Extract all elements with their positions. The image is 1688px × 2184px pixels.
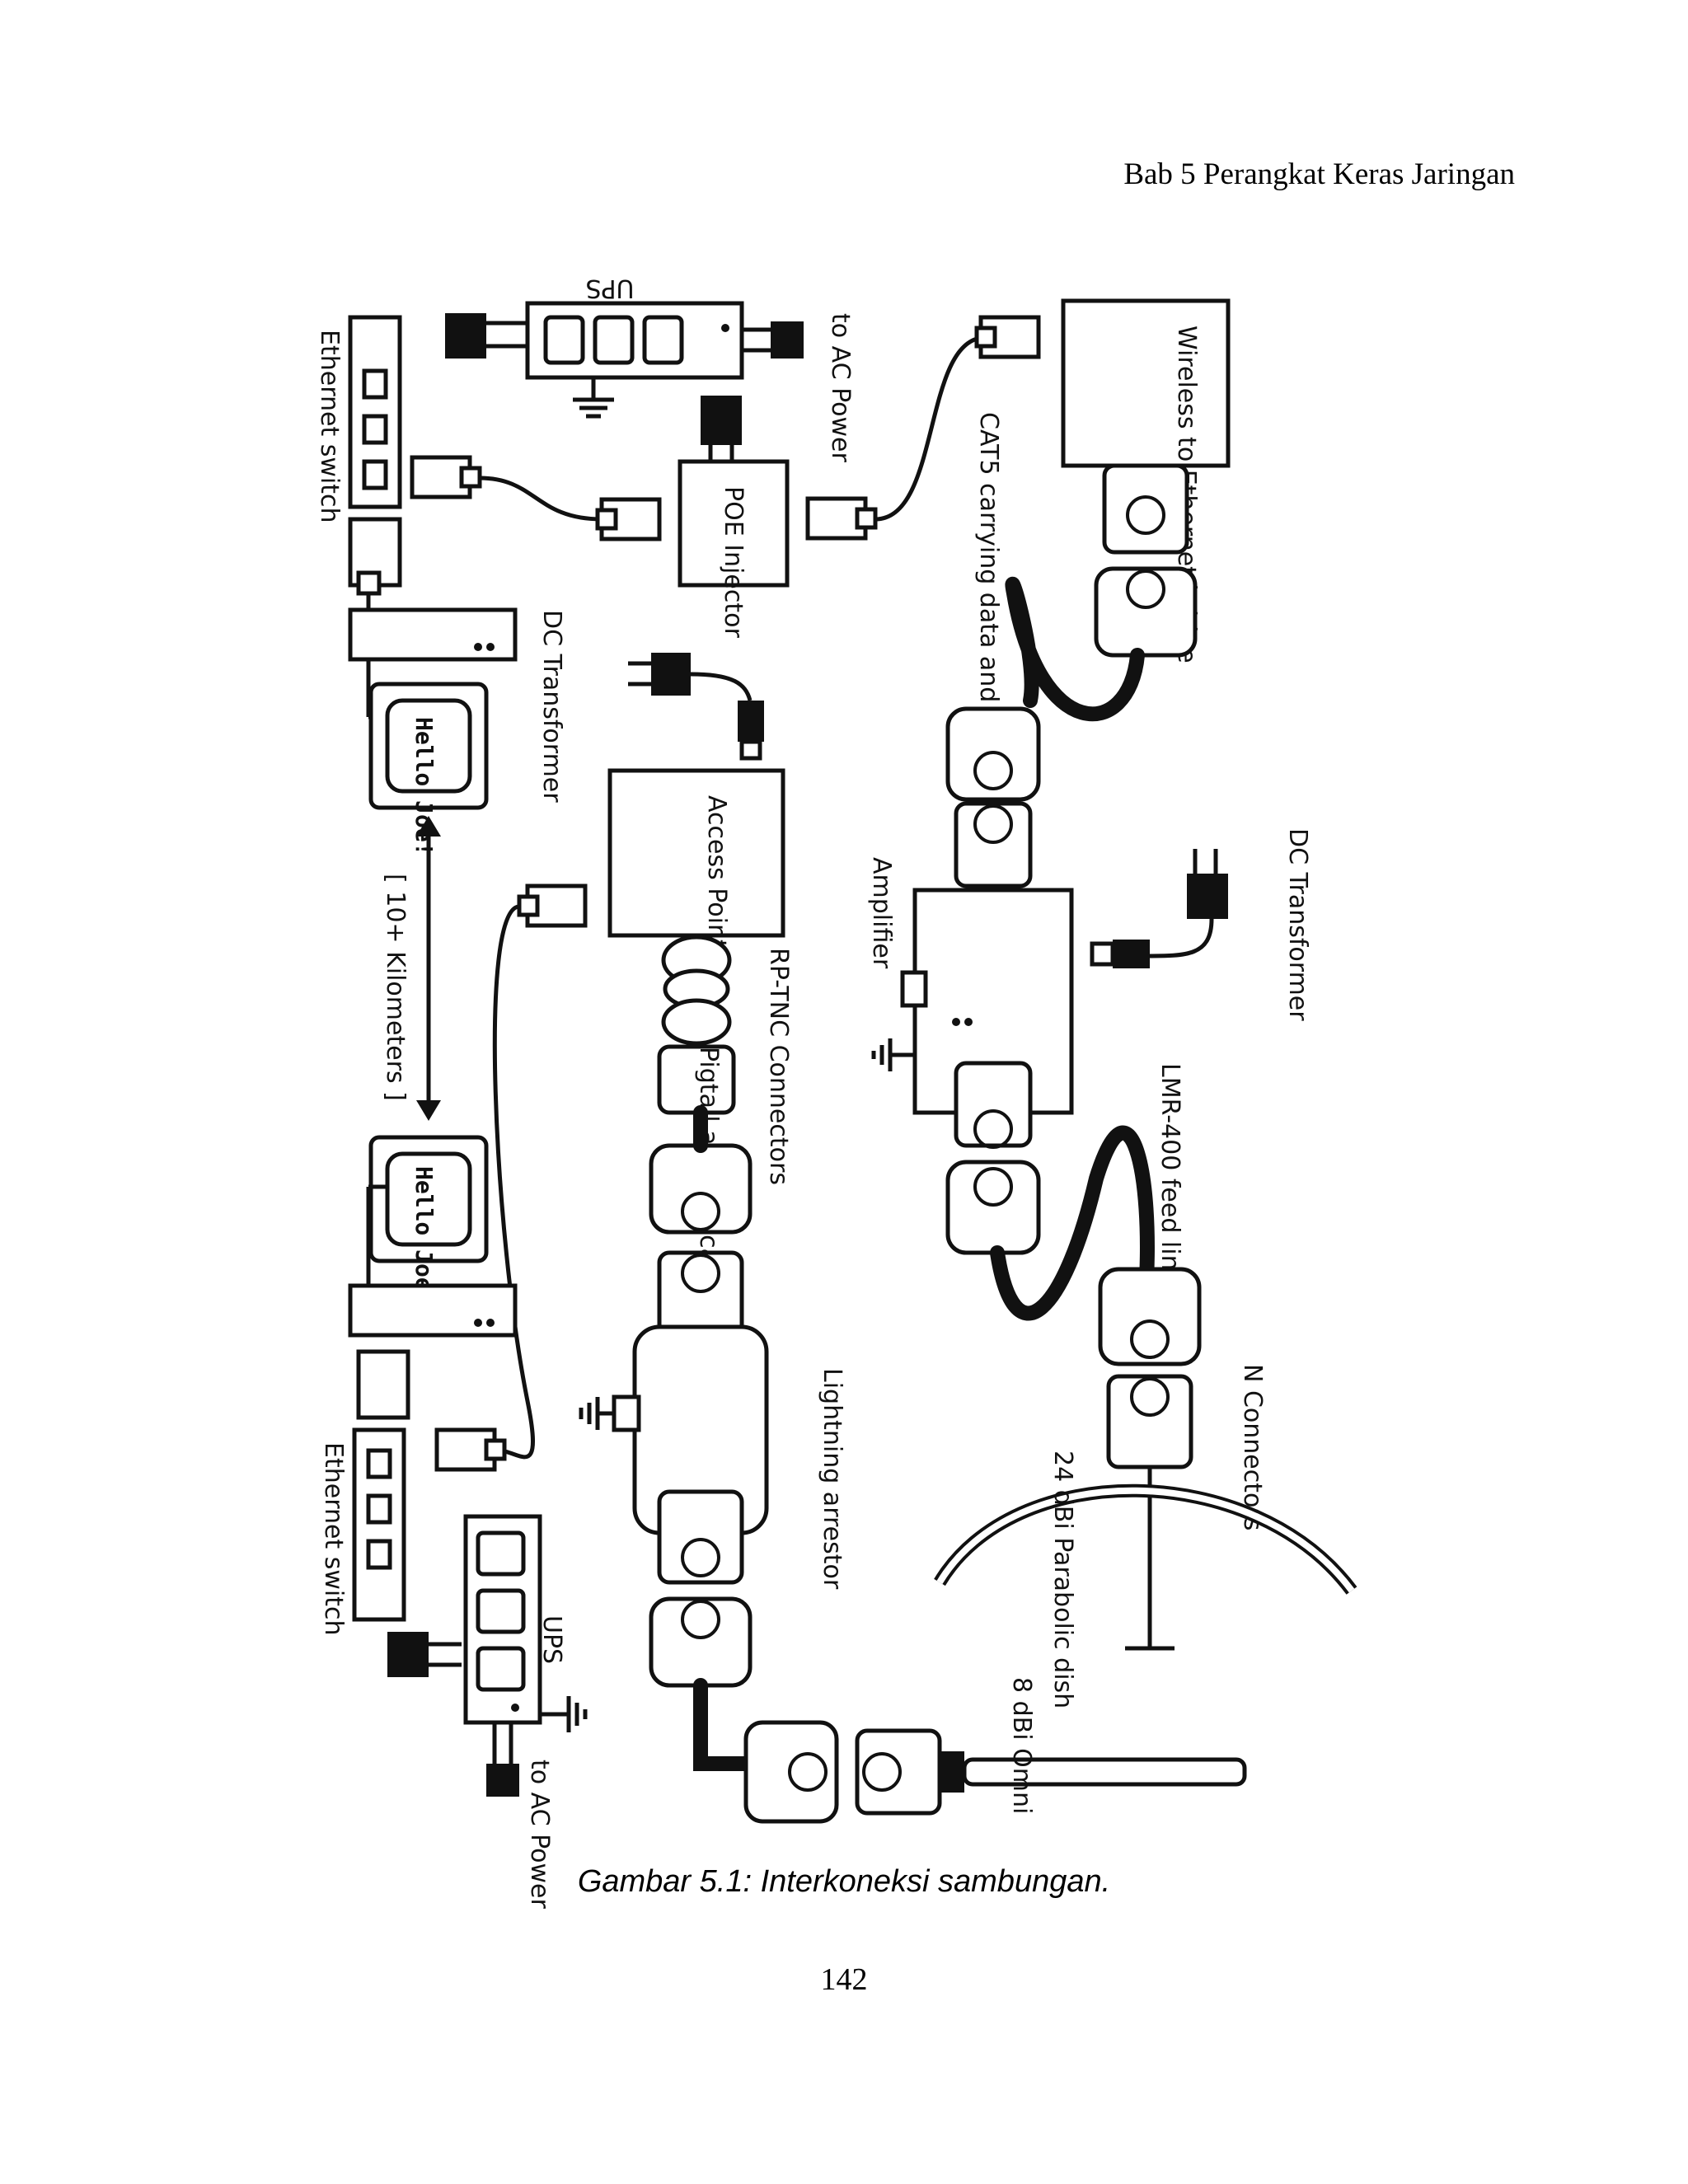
screen-bottom-text: Hello Joe! xyxy=(410,1166,438,1305)
to-ac-power-bottom-label: to AC Power xyxy=(525,1760,554,1910)
running-head: Bab 5 Perangkat Keras Jaringan xyxy=(1123,157,1515,191)
lightning-arrestor-label: Lightning arrestor xyxy=(818,1368,846,1590)
dc-transformer-left-label: DC Transformer xyxy=(537,610,566,803)
plug-icon xyxy=(486,1764,519,1797)
access-point xyxy=(607,768,785,938)
ups-top xyxy=(525,301,744,419)
n-connector-icon xyxy=(1098,1267,1202,1366)
poe-injector xyxy=(678,459,790,588)
plug-icon xyxy=(445,313,486,359)
n-connectors-label: N Connectors xyxy=(1238,1364,1267,1530)
n-connector-icon xyxy=(657,1489,744,1585)
ethernet-switch-bottom-label: Ethernet switch xyxy=(319,1442,348,1636)
lmr400-label: LMR-400 feed line xyxy=(1156,1063,1184,1286)
figure-caption: Gambar 5.1: Interkoneksi sambungan. xyxy=(577,1864,1111,1899)
plug-icon xyxy=(771,321,804,359)
n-connector-icon xyxy=(954,1061,1033,1148)
rj45-plug-icon xyxy=(356,1349,410,1420)
ups-bottom-label: UPS xyxy=(537,1615,566,1664)
access-point-label: Access Point xyxy=(702,795,731,949)
dc-transformer-left-icon xyxy=(651,653,691,696)
rptnc-label: RP-TNC Connectors xyxy=(764,948,793,1185)
wireless-ethernet-bridge xyxy=(1061,298,1231,468)
n-connector-icon xyxy=(1094,566,1198,658)
amplifier-label: Amplifier xyxy=(867,857,896,969)
to-ac-power-top-label: to AC Power xyxy=(826,313,855,463)
n-connector-icon xyxy=(954,801,1033,888)
parabolic-dish xyxy=(934,1483,1357,1595)
ethernet-switch-top-label: Ethernet switch xyxy=(315,330,344,523)
distance-label: [ 10+ Kilometers ] xyxy=(381,874,410,1101)
n-connector-icon xyxy=(649,1143,753,1235)
plug-icon xyxy=(387,1632,429,1677)
page-number: 142 xyxy=(820,1962,868,1997)
omni-label: 8 dBi Omni xyxy=(1007,1677,1036,1814)
rj45-plug-icon xyxy=(978,315,1041,359)
n-connector-icon xyxy=(649,1596,753,1688)
computer-top-case xyxy=(348,607,518,662)
plug-icon xyxy=(701,396,742,445)
n-connector-icon xyxy=(1106,1374,1193,1469)
computer-bottom-case xyxy=(348,1283,518,1338)
n-connector-icon xyxy=(1102,463,1189,555)
ups-bottom xyxy=(463,1514,588,1732)
poe-injector-label: POE Injector xyxy=(719,486,748,638)
parabolic-dish-label: 24 dBi Parabolic dish xyxy=(1048,1451,1077,1708)
dc-transformer-right-label: DC Transformer xyxy=(1283,828,1312,1021)
dc-transformer-right-icon xyxy=(1187,874,1228,919)
ethernet-switch-top xyxy=(348,315,402,509)
n-connector-icon xyxy=(945,1160,1041,1255)
ethernet-switch-bottom xyxy=(352,1427,406,1622)
ups-top-label: UPS xyxy=(585,274,634,302)
omni-antenna xyxy=(962,1757,1247,1787)
